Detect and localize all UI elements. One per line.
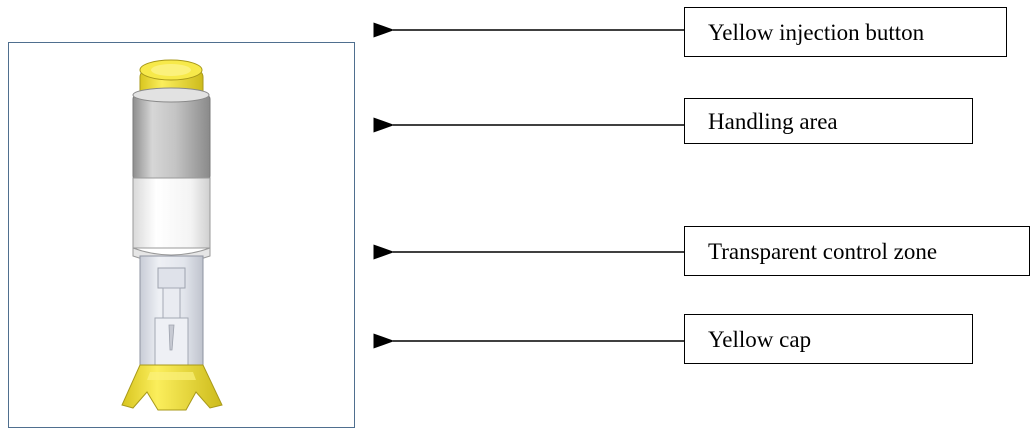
label-yellow-cap: Yellow cap <box>684 314 973 364</box>
handling-area-shape <box>132 87 211 181</box>
label-text: Yellow injection button <box>708 19 925 45</box>
label-handling-area: Handling area <box>684 98 973 144</box>
yellow-cap-shape <box>121 364 223 411</box>
label-text: Handling area <box>708 108 838 134</box>
label-transparent-control-zone: Transparent control zone <box>684 226 1030 276</box>
label-yellow-injection-button: Yellow injection button <box>684 7 1007 57</box>
label-text: Transparent control zone <box>708 238 938 264</box>
label-text: Yellow cap <box>708 326 812 352</box>
